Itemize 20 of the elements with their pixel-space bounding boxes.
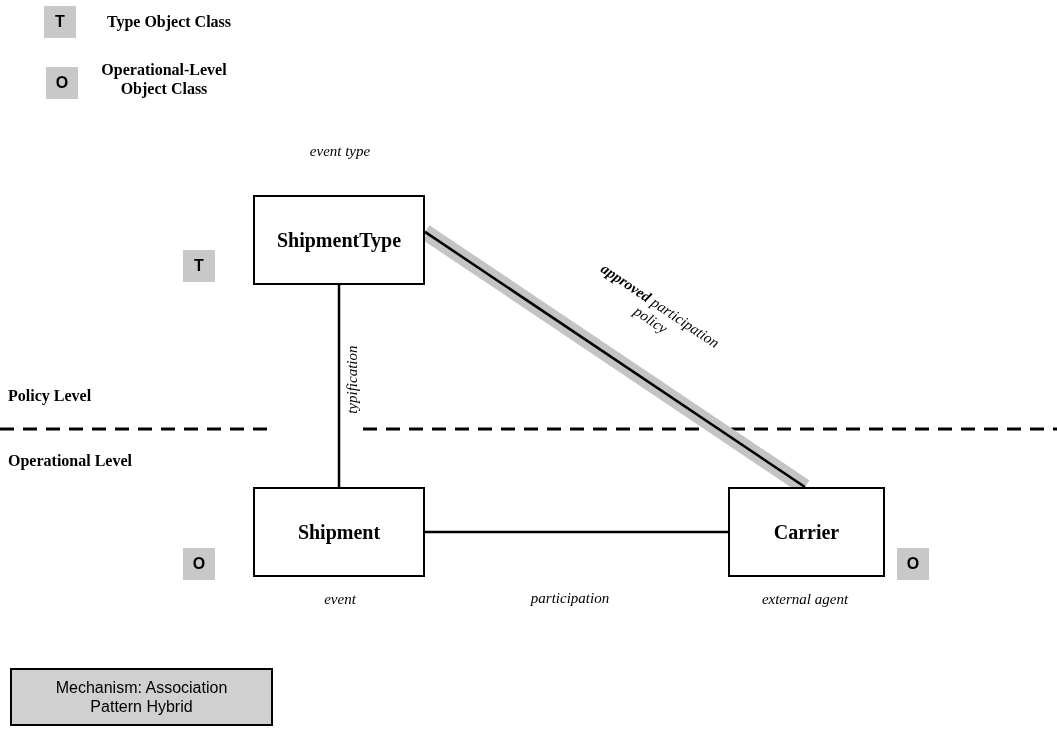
legend-text: Operational-Level Object Class (100, 60, 228, 99)
level-label: Policy Level (8, 387, 92, 405)
role-caption: event (323, 590, 357, 609)
edge-label: participation (529, 590, 611, 608)
level-badge: T (183, 250, 215, 282)
class-box: Shipment (253, 487, 425, 577)
class-box: ShipmentType (253, 195, 425, 285)
level-badge: T (44, 6, 76, 38)
role-caption: event type (308, 142, 372, 161)
connector-line (425, 530, 728, 534)
level-badge: O (897, 548, 929, 580)
level-badge: O (183, 548, 215, 580)
mechanism-box: Mechanism: Association Pattern Hybrid (10, 668, 273, 726)
legend-text: Type Object Class (105, 12, 233, 32)
edge-label: typification (344, 344, 362, 416)
level-label: Operational Level (8, 452, 132, 470)
role-caption: external agent (760, 590, 850, 609)
class-box: Carrier (728, 487, 885, 577)
level-badge: O (46, 67, 78, 99)
connector-line (337, 285, 341, 487)
